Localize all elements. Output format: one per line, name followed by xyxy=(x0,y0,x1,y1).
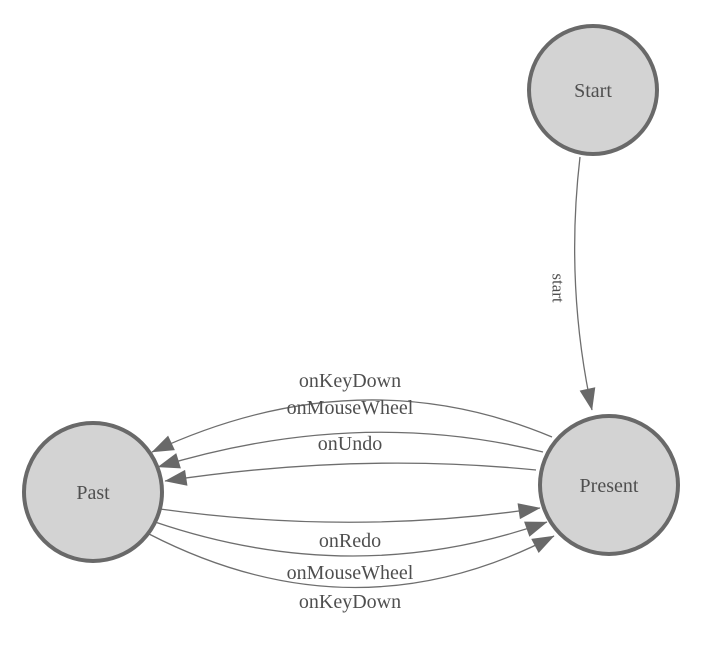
edge-layer xyxy=(148,156,596,589)
edge-label-onkeydown-bottom: onKeyDown xyxy=(299,591,401,613)
edge-label-layer: start onKeyDown onMouseWheel onUndo onRe… xyxy=(287,273,568,613)
edge-present-to-past-onkeydown xyxy=(151,399,553,453)
edge-label-onredo: onRedo xyxy=(319,530,381,552)
edge-past-to-present-onredo xyxy=(159,503,541,523)
node-past-circle[interactable] xyxy=(22,421,164,563)
edge-start-to-present xyxy=(574,156,596,411)
edge-label-onmousewheel-top: onMouseWheel xyxy=(287,397,414,419)
node-start-label: Start xyxy=(574,80,612,102)
edge-label-start: start xyxy=(549,273,568,303)
edge-present-to-past-onmousewheel xyxy=(157,431,544,469)
node-present-label: Present xyxy=(580,475,639,497)
node-past[interactable]: Past xyxy=(22,421,164,563)
edge-label-onundo: onUndo xyxy=(318,433,382,455)
node-past-label: Past xyxy=(76,482,110,504)
node-start-circle[interactable] xyxy=(527,24,659,156)
node-present-circle[interactable] xyxy=(538,414,680,556)
node-layer: Start Present Past xyxy=(22,24,680,563)
node-present[interactable]: Present xyxy=(538,414,680,556)
edge-label-onkeydown-top: onKeyDown xyxy=(299,370,401,392)
edge-label-onmousewheel-bottom: onMouseWheel xyxy=(287,562,414,584)
edge-past-to-present-onkeydown xyxy=(148,533,555,589)
edge-present-to-past-onundo xyxy=(164,462,537,486)
edge-past-to-present-onmousewheel xyxy=(154,521,548,557)
node-start[interactable]: Start xyxy=(527,24,659,156)
